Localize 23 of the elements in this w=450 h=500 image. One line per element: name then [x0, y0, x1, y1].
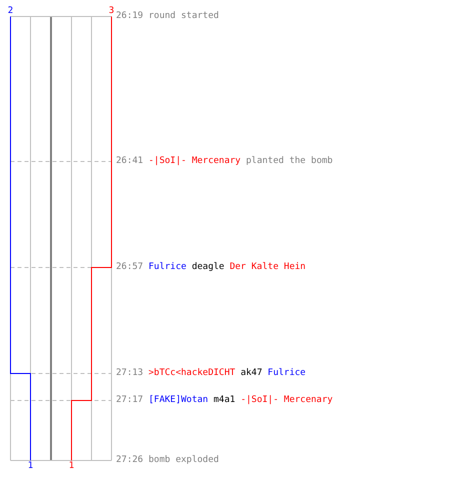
event-text: round started — [148, 11, 219, 22]
time-label: 27:13 — [116, 368, 144, 379]
player-name: >bTCc<hackeDICHT — [148, 368, 236, 379]
player-name: Der Kalte Hein — [230, 262, 306, 273]
weapon-name: deagle — [192, 262, 224, 273]
player-name: -|SoI|- Mercenary — [148, 156, 241, 167]
event-text: planted the bomb — [246, 156, 333, 167]
player-name: Fulrice — [148, 262, 186, 273]
time-label: 27:17 — [116, 395, 144, 406]
player-count: 2 — [8, 6, 14, 16]
time-label: 26:19 — [116, 11, 144, 22]
player-name: Fulrice — [268, 368, 306, 379]
weapon-name: ak47 — [240, 368, 262, 379]
time-label: 26:41 — [116, 156, 144, 167]
player-count: 1 — [68, 462, 74, 471]
player-count: 1 — [28, 462, 34, 471]
weapon-name: m4a1 — [213, 395, 236, 406]
time-label: 26:57 — [116, 262, 144, 273]
event-text: bomb exploded — [148, 455, 219, 466]
player-name: [FAKE]Wotan — [148, 395, 208, 406]
player-count: 3 — [108, 6, 114, 16]
player-name: -|SoI|- Mercenary — [240, 395, 333, 406]
time-label: 27:26 — [116, 455, 144, 466]
